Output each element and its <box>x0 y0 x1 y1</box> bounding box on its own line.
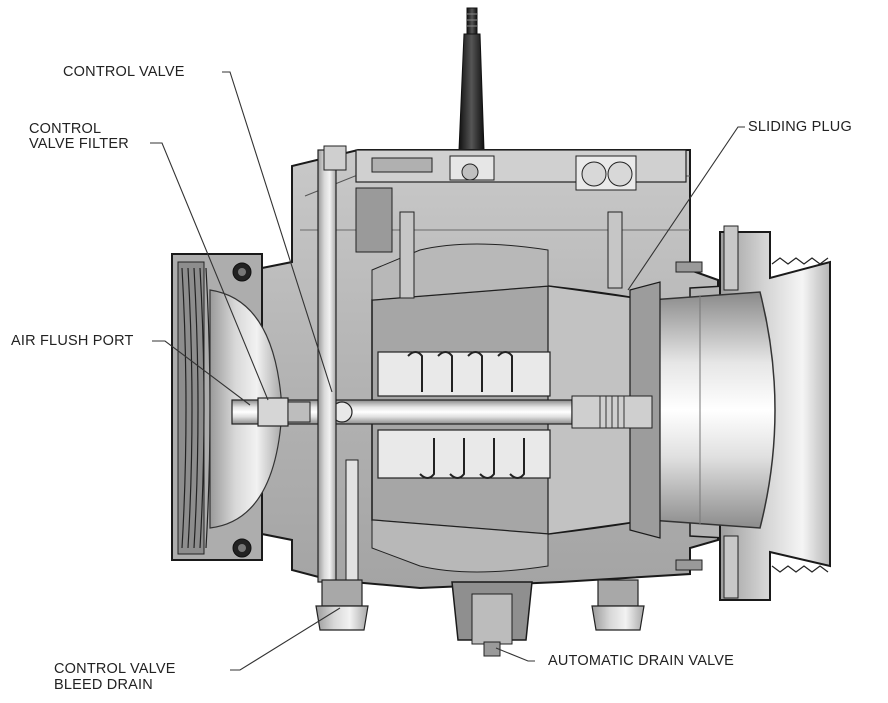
leader-lines <box>150 71 745 671</box>
label-control-valve-filter-line1: CONTROL <box>29 121 102 137</box>
label-control-valve-filter-line2: VALVE FILTER <box>29 136 129 152</box>
bottom-fittings <box>315 579 645 657</box>
label-control-valve-bleed-drain-line1: CONTROL VALVE <box>54 661 176 677</box>
leader-bleed-drain <box>230 607 341 671</box>
label-sliding-plug: SLIDING PLUG <box>748 119 852 135</box>
label-air-flush-port: AIR FLUSH PORT <box>11 333 134 349</box>
control-valve-passage <box>317 145 359 583</box>
electronics-compartment <box>355 149 687 299</box>
label-automatic-drain-valve: AUTOMATIC DRAIN VALVE <box>548 653 735 669</box>
leader-control-valve-filter <box>150 142 269 401</box>
leader-air-flush-port <box>152 340 251 406</box>
leader-sliding-plug <box>627 126 745 291</box>
leader-control-valve <box>222 71 333 393</box>
antenna <box>458 7 485 151</box>
flow-bore <box>649 291 776 529</box>
spring-chamber <box>377 351 551 479</box>
label-control-valve: CONTROL VALVE <box>63 64 185 80</box>
leader-automatic-drain <box>495 647 535 662</box>
label-control-valve-bleed-drain-line2: BLEED DRAIN <box>54 677 153 693</box>
central-shaft <box>231 395 653 429</box>
